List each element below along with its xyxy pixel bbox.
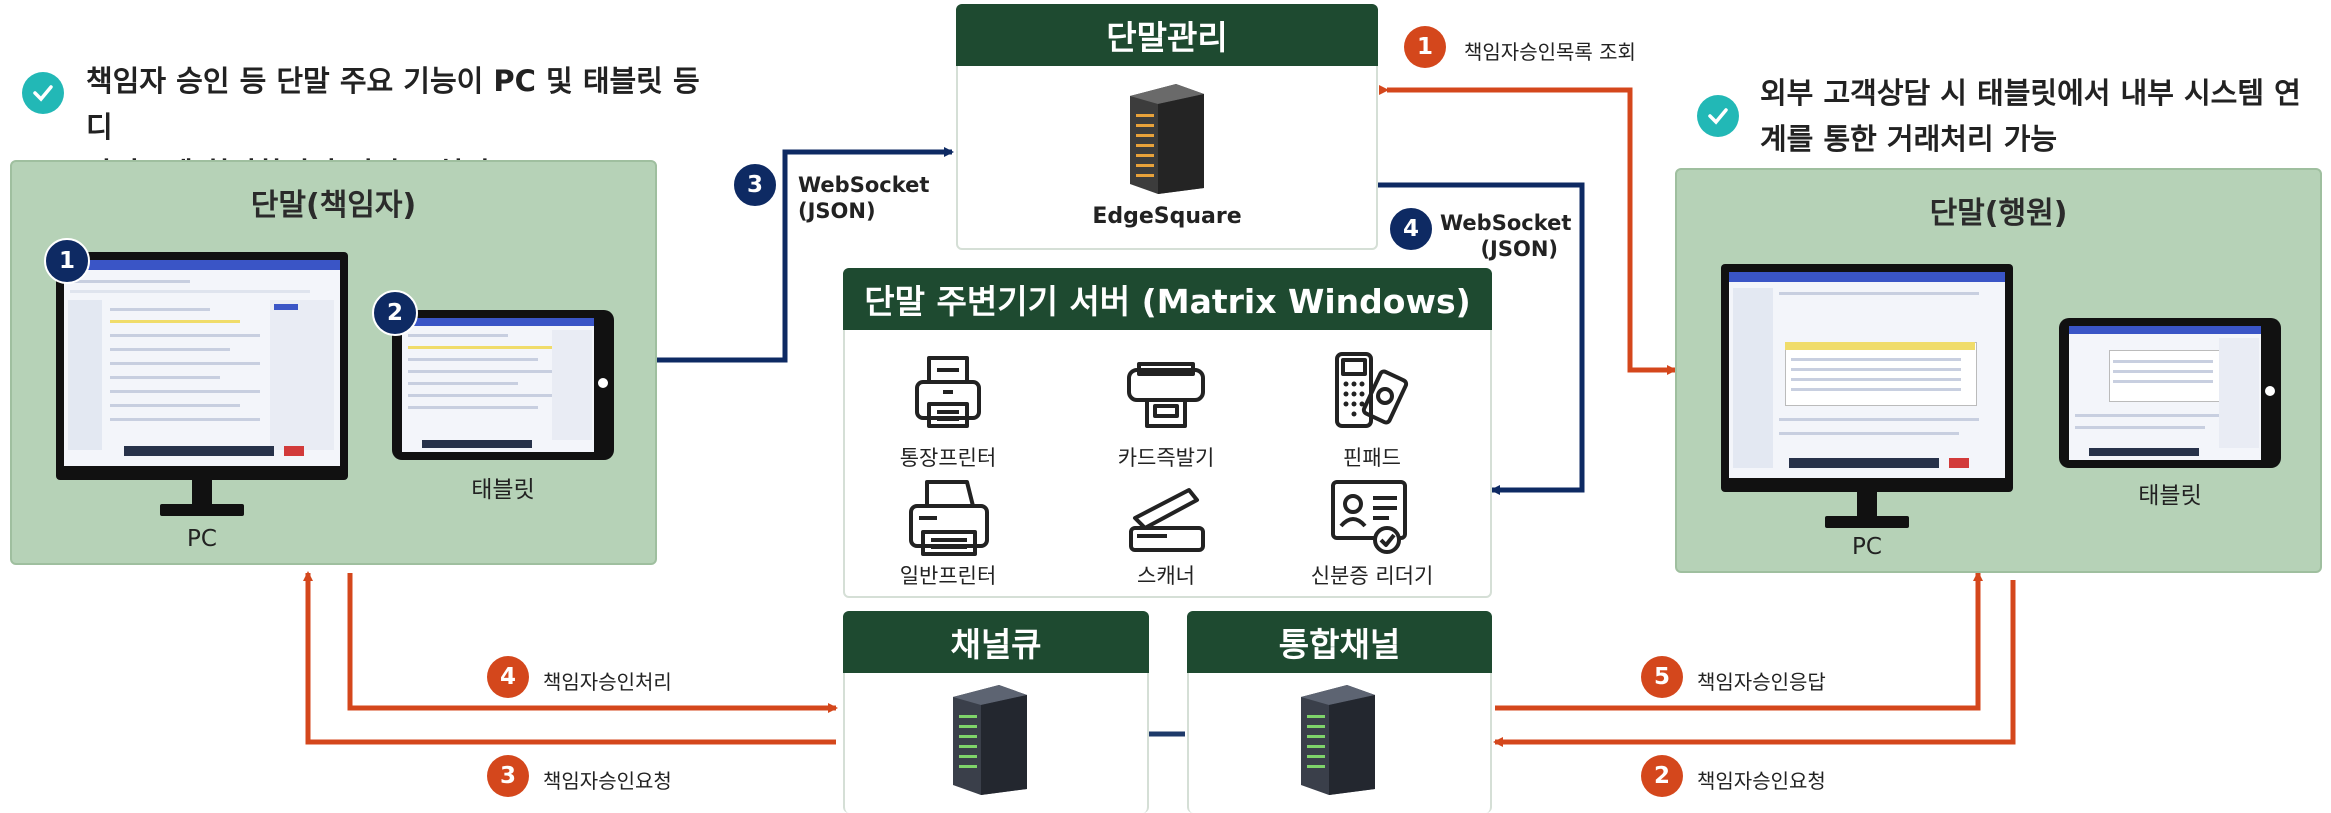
badge-1: 1 xyxy=(44,238,90,284)
pc-monitor xyxy=(56,252,348,480)
device-label-id-card-reader: 신분증 리더기 xyxy=(1310,564,1434,588)
flow-4-ws-label: WebSocket (JSON) xyxy=(1440,210,1572,262)
terminal-management-box: 단말관리 EdgeSquare xyxy=(956,4,1378,250)
id-card-reader-icon xyxy=(1331,480,1407,554)
channel-queue-box: 채널큐 xyxy=(843,611,1149,813)
server-icon xyxy=(1301,685,1375,795)
flow-3-ws-line1: WebSocket xyxy=(798,173,930,197)
flow-4-badge: 4 xyxy=(487,656,529,698)
flow-4-ws-badge: 4 xyxy=(1388,206,1434,252)
flow-5-line xyxy=(1495,571,1983,711)
pc-stand xyxy=(192,480,212,506)
flow-3-ws-badge: 3 xyxy=(732,162,778,208)
staff-terminal-title: 단말(행원) xyxy=(1929,196,2068,231)
flow-3-line xyxy=(303,571,836,745)
pc-stand xyxy=(1857,492,1877,518)
flow-4-label: 책임자승인처리 xyxy=(543,670,672,694)
staff-terminal-panel: 단말(행원) PC xyxy=(1675,168,2322,573)
flow-5-label: 책임자승인응답 xyxy=(1697,670,1826,694)
card-issuer-icon xyxy=(1127,362,1205,428)
peripheral-server-title: 단말 주변기기 서버 (Matrix Windows) xyxy=(843,268,1492,330)
flow-3-badge: 3 xyxy=(487,755,529,797)
server-icon xyxy=(1130,84,1204,194)
flow-2-line xyxy=(1493,580,2016,747)
integrated-channel-box: 통합채널 xyxy=(1187,611,1492,813)
integrated-channel-title: 통합채널 xyxy=(1187,611,1492,673)
right-note: 외부 고객상담 시 태블릿에서 내부 시스템 연 계를 통한 거래처리 가능 xyxy=(1760,70,2320,162)
device-label-pinpad: 핀패드 xyxy=(1343,446,1401,470)
flow-4-ws-line1: WebSocket xyxy=(1440,211,1572,235)
flow-1-label: 책임자승인목록 조회 xyxy=(1464,40,1636,64)
pc-label: PC xyxy=(1852,534,1882,560)
flow-2-badge: 2 xyxy=(1641,755,1683,797)
device-label-passbook-printer: 통장프린터 xyxy=(899,446,997,470)
pc-base xyxy=(1825,516,1909,528)
flow-2-label: 책임자승인요청 xyxy=(1697,769,1826,793)
right-note-line2: 계를 통한 거래처리 가능 xyxy=(1760,122,2058,156)
flow-3-ws-label: WebSocket (JSON) xyxy=(798,172,929,224)
left-note-line1: 책임자 승인 등 단말 주요 기능이 PC 및 태블릿 등 디 xyxy=(86,64,700,144)
pc-monitor xyxy=(1721,264,2013,492)
flow-1-badge: 1 xyxy=(1404,26,1446,68)
pc-label: PC xyxy=(187,526,217,552)
pc-base xyxy=(160,504,244,516)
channel-queue-title: 채널큐 xyxy=(843,611,1149,673)
manager-terminal-panel: 단말(책임자) PC 1 xyxy=(10,160,657,565)
tablet-label: 태블릿 xyxy=(2138,483,2202,509)
passbook-printer-icon xyxy=(915,356,981,428)
device-label-scanner: 스캐너 xyxy=(1137,564,1195,588)
flow-5-badge: 5 xyxy=(1641,656,1683,698)
badge-2: 2 xyxy=(372,290,418,336)
manager-terminal-title: 단말(책임자) xyxy=(250,188,417,223)
device-label-printer: 일반프린터 xyxy=(899,564,997,588)
server-name: EdgeSquare xyxy=(1092,204,1242,229)
flow-3-ws-line xyxy=(655,147,954,363)
tablet-device xyxy=(2059,318,2281,468)
flow-3-ws-line2: (JSON) xyxy=(798,199,876,223)
flow-4-ws-line xyxy=(1375,182,1585,495)
flow-1-line xyxy=(1379,85,1677,375)
pinpad-icon xyxy=(1335,352,1409,428)
server-icon xyxy=(953,685,1027,795)
flow-4-line xyxy=(347,573,838,713)
check-icon xyxy=(1697,95,1739,137)
tablet-device xyxy=(392,310,614,460)
device-label-card-issuer: 카드즉발기 xyxy=(1117,446,1215,470)
scanner-icon xyxy=(1129,488,1205,552)
tablet-label: 태블릿 xyxy=(471,477,535,503)
peripheral-server-box: 단말 주변기기 서버 (Matrix Windows) 통장프린터 카드즉발기 xyxy=(843,268,1492,598)
check-icon xyxy=(22,72,64,114)
flow-3-label: 책임자승인요청 xyxy=(543,769,672,793)
terminal-management-title: 단말관리 xyxy=(956,4,1378,66)
printer-icon xyxy=(909,480,989,556)
flow-4-ws-line2: (JSON) xyxy=(1480,237,1558,261)
right-note-line1: 외부 고객상담 시 태블릿에서 내부 시스템 연 xyxy=(1760,76,2301,110)
